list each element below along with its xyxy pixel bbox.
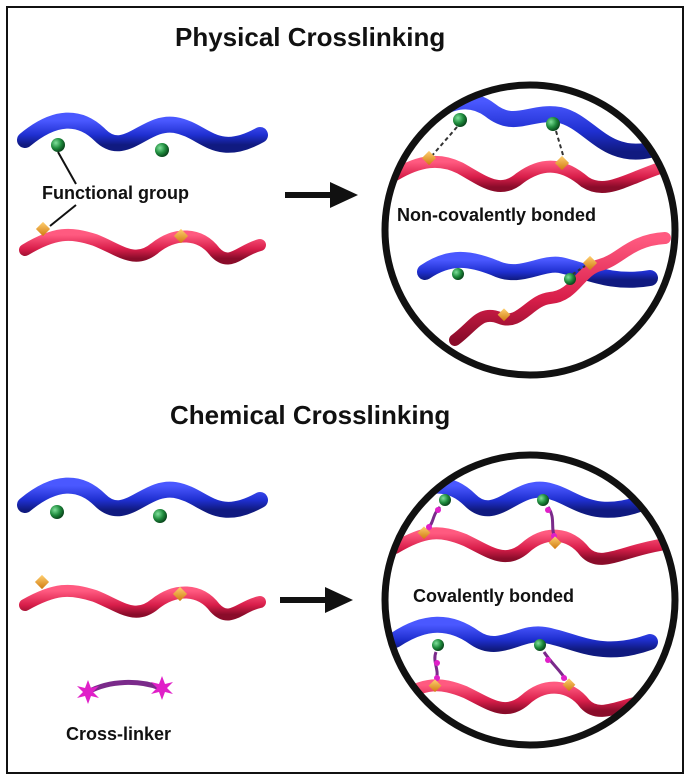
reaction-arrow-icon	[280, 587, 353, 613]
figure-frame	[6, 6, 684, 774]
red-polymer-chain	[19, 228, 266, 265]
covalently-bonded-label: Covalently bonded	[413, 586, 575, 606]
green-functional-group-icon	[153, 509, 167, 523]
label-pointer-line	[49, 204, 77, 227]
physical-zoom-content	[389, 93, 671, 346]
orange-functional-group-icon	[173, 228, 189, 244]
green-functional-group-icon	[155, 143, 169, 157]
red-polymer-chain	[19, 584, 266, 621]
non-covalently-bonded-label: Non-covalently bonded	[397, 205, 597, 225]
orange-functional-group-icon	[34, 574, 50, 590]
blue-polymer-chain	[17, 477, 268, 518]
physical-zoom-circle	[381, 81, 679, 379]
orange-functional-group-icon	[172, 586, 188, 602]
chemical-crosslinking-title: Chemical Crosslinking	[170, 400, 451, 430]
blue-polymer-chain	[17, 112, 268, 153]
functional-group-label: Functional group	[42, 183, 189, 203]
chemical-zoom-circle	[381, 451, 679, 749]
cross-linker-label: Cross-linker	[66, 724, 172, 744]
green-functional-group-icon	[51, 138, 65, 152]
cross-linker-icon	[77, 676, 173, 704]
reaction-arrow-icon	[285, 182, 358, 208]
green-functional-group-icon	[50, 505, 64, 519]
label-pointer-line	[57, 151, 77, 185]
physical-crosslinking-title: Physical Crosslinking	[175, 22, 446, 52]
